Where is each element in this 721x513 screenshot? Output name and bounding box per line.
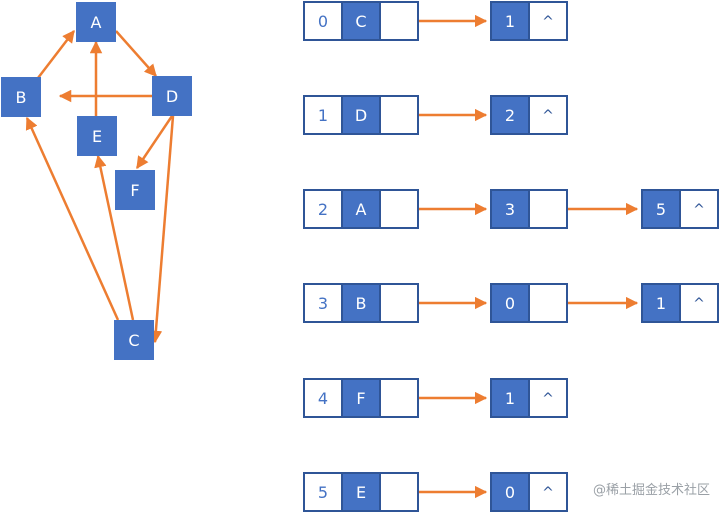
adj-node-label: 0 xyxy=(505,483,515,502)
adj-node-label: 0 xyxy=(505,294,515,313)
vertex-label: C xyxy=(355,12,366,31)
next-cell xyxy=(679,189,719,229)
node-label: C xyxy=(128,331,139,350)
next-cell xyxy=(528,95,568,135)
adjacency-arrows xyxy=(398,14,639,499)
pointer-cell xyxy=(379,472,419,512)
vertex-label: F xyxy=(356,389,365,408)
adj-node-cell xyxy=(641,283,681,323)
edge-d-f xyxy=(135,115,174,170)
next-cell xyxy=(528,189,568,229)
adj-node-cell xyxy=(490,95,530,135)
adj-node-label: 1 xyxy=(505,389,515,408)
null-pointer-label: ^ xyxy=(542,485,554,501)
adjacency-row: 0 C 1 ^ xyxy=(303,1,568,41)
vertex-cell xyxy=(341,378,381,418)
next-cell xyxy=(528,378,568,418)
edge-b-a xyxy=(37,30,75,79)
adjacency-row: 1 D 2 ^ xyxy=(303,95,568,135)
edge-d-c xyxy=(149,115,175,344)
adjacency-row: 4 F 1 ^ xyxy=(303,378,568,418)
index-label: 1 xyxy=(318,106,328,125)
edge-c-b xyxy=(25,116,120,321)
node-label: D xyxy=(166,87,178,106)
watermark: @稀土掘金技术社区 xyxy=(593,482,710,498)
adj-node-label: 3 xyxy=(505,200,515,219)
pointer-cell xyxy=(379,95,419,135)
adjacency-row: 2 A 3 5 ^ xyxy=(303,189,719,229)
adj-node-cell xyxy=(641,189,681,229)
graph-node-c: C xyxy=(114,320,154,360)
null-pointer-label: ^ xyxy=(693,202,705,218)
adjacency-row: 5 E 0 ^ xyxy=(303,472,568,512)
vertex-cell xyxy=(341,1,381,41)
vertex-cell xyxy=(341,95,381,135)
null-pointer-label: ^ xyxy=(542,108,554,124)
next-cell xyxy=(679,283,719,323)
adjacency-row: 3 B 0 1 ^ xyxy=(303,283,719,323)
pointer-cell xyxy=(379,283,419,323)
vertex-label: D xyxy=(355,106,367,125)
adj-node-cell xyxy=(490,378,530,418)
next-cell xyxy=(528,1,568,41)
graph-node-a: A xyxy=(76,2,116,42)
vertex-label: E xyxy=(356,483,366,502)
vertex-cell xyxy=(341,283,381,323)
null-pointer-label: ^ xyxy=(542,14,554,30)
node-label: A xyxy=(91,13,102,32)
index-cell xyxy=(303,283,343,323)
pointer-cell xyxy=(379,1,419,41)
graph-node-e: E xyxy=(77,116,117,156)
pointer-cell xyxy=(379,378,419,418)
adj-node-label: 2 xyxy=(505,106,515,125)
graph-nodes: A B C D E F xyxy=(1,2,192,360)
edge-a-d xyxy=(115,30,157,77)
node-label: B xyxy=(16,88,27,107)
index-label: 4 xyxy=(318,389,328,408)
vertex-label: A xyxy=(356,200,367,219)
adj-node-label: 1 xyxy=(505,12,515,31)
index-label: 0 xyxy=(318,12,328,31)
adj-node-cell xyxy=(490,1,530,41)
index-label: 3 xyxy=(318,294,328,313)
vertex-cell xyxy=(341,189,381,229)
node-label: E xyxy=(92,127,102,146)
edge-c-e xyxy=(94,154,135,321)
vertex-label: B xyxy=(356,294,367,313)
node-label: F xyxy=(130,181,139,200)
next-cell xyxy=(528,283,568,323)
next-cell xyxy=(528,472,568,512)
null-pointer-label: ^ xyxy=(542,391,554,407)
index-label: 2 xyxy=(318,200,328,219)
adj-node-label: 5 xyxy=(656,200,666,219)
pointer-cell xyxy=(379,189,419,229)
adj-node-label: 1 xyxy=(656,294,666,313)
vertex-cell xyxy=(341,472,381,512)
null-pointer-label: ^ xyxy=(693,296,705,312)
graph-edges xyxy=(25,30,175,344)
graph-node-d: D xyxy=(152,76,192,116)
graph-node-f: F xyxy=(115,170,155,210)
graph-node-b: B xyxy=(1,77,41,117)
adj-node-cell xyxy=(490,189,530,229)
index-label: 5 xyxy=(318,483,328,502)
